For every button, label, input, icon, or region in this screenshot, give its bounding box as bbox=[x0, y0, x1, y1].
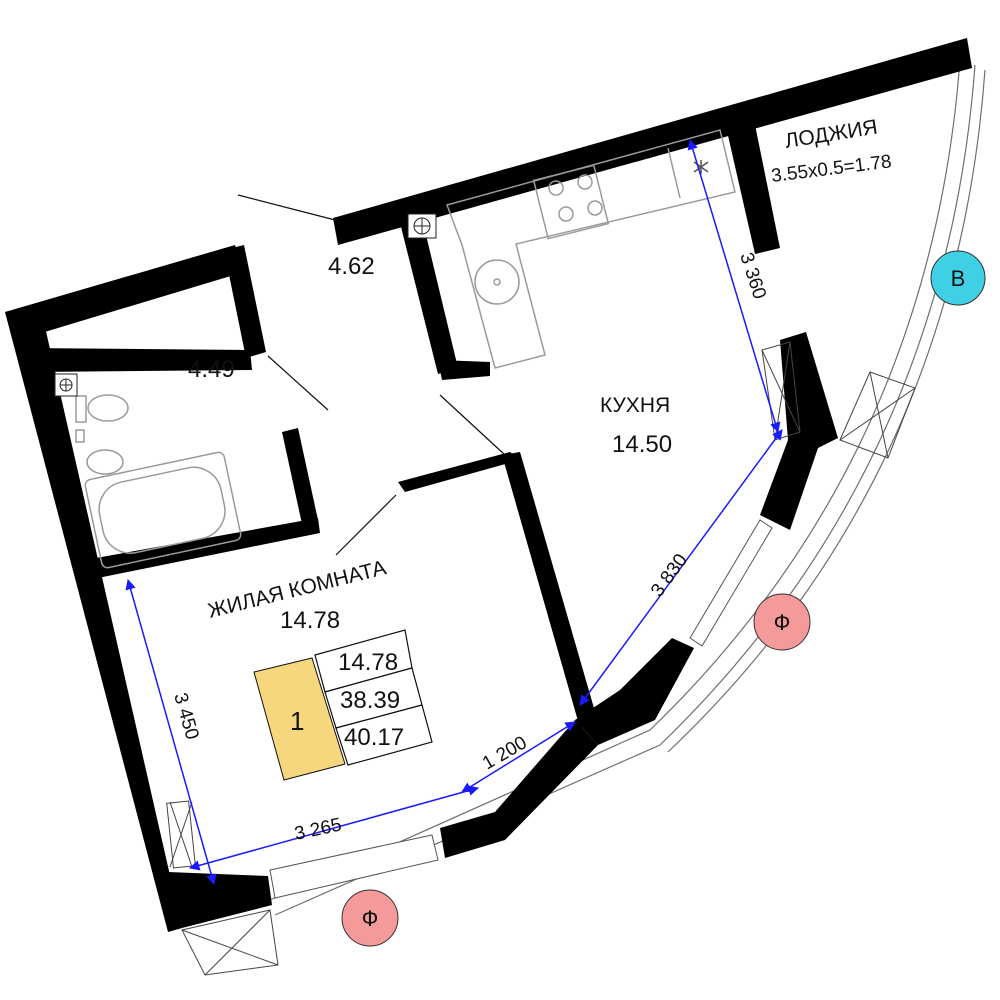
summary-living-area: 14.78 bbox=[338, 649, 398, 676]
marker-f-kitchen-letter: Ф bbox=[774, 610, 791, 635]
dim-living-width: 3 265 bbox=[293, 814, 344, 844]
burner-3 bbox=[558, 206, 574, 222]
burner-1 bbox=[548, 180, 564, 196]
outer-glazing bbox=[269, 59, 986, 916]
summary-total-area: 38.39 bbox=[340, 687, 400, 714]
kitchen-niche-bottom bbox=[438, 360, 490, 380]
living-window bbox=[269, 834, 439, 899]
stove bbox=[532, 164, 610, 240]
hall-area: 4.62 bbox=[328, 253, 375, 280]
dim-line-living-width bbox=[188, 785, 480, 871]
bathtub-inner bbox=[98, 466, 226, 554]
living-top-wall bbox=[398, 452, 520, 492]
summary-total-with-loggia: 40.17 bbox=[344, 724, 404, 751]
dim-bay: 1 200 bbox=[479, 732, 531, 774]
bath-top-wall bbox=[22, 348, 252, 372]
dim-living-height: 3 450 bbox=[169, 691, 202, 742]
living-kitchen-wall bbox=[502, 452, 598, 728]
rooms-count-badge bbox=[253, 657, 346, 781]
toilet-bowl bbox=[87, 394, 129, 422]
marker-f-living-letter: Ф bbox=[362, 906, 379, 931]
top-left-wall bbox=[5, 245, 244, 340]
sink-drain bbox=[493, 278, 501, 286]
storage-wall bbox=[224, 245, 266, 358]
marker-f-living: Ф bbox=[341, 889, 399, 947]
burner-2 bbox=[577, 174, 593, 190]
dim-kitchen-height: 3 360 bbox=[735, 250, 770, 302]
bathroom-fixtures bbox=[75, 394, 242, 569]
toilet-tank bbox=[75, 395, 87, 423]
dim-line-bay bbox=[461, 721, 576, 793]
marker-b-letter: В bbox=[951, 266, 966, 291]
summary-badge: 1 14.78 38.39 40.17 bbox=[253, 629, 433, 781]
dimension-lines bbox=[125, 138, 783, 886]
dim-line-kitchen-height bbox=[687, 138, 781, 434]
kitchen-name: КУХНЯ bbox=[600, 394, 670, 417]
loggia-formula: 3.55x0.5=1.78 bbox=[770, 151, 893, 187]
loggia-name: ЛОДЖИЯ bbox=[783, 116, 879, 153]
bathroom-area: 4.49 bbox=[188, 356, 235, 383]
bath-right-wall bbox=[282, 428, 318, 524]
dim-kitchen-diagonal: 3 830 bbox=[647, 550, 692, 601]
marker-b: В bbox=[930, 250, 986, 306]
bottom-wall bbox=[168, 872, 272, 928]
washbasin bbox=[86, 449, 124, 475]
burner-4 bbox=[587, 200, 603, 216]
kitchen-niche-wall bbox=[398, 210, 458, 374]
riser-icons bbox=[54, 213, 437, 397]
rooms-count: 1 bbox=[290, 706, 304, 736]
bathtub bbox=[84, 451, 242, 569]
top-wall bbox=[333, 38, 972, 245]
leader-lines bbox=[237, 194, 506, 556]
marker-f-kitchen: Ф bbox=[753, 593, 811, 651]
dim-line-kitchen-diagonal bbox=[579, 429, 783, 706]
sink-bowl bbox=[474, 259, 520, 305]
kitchen-fixtures bbox=[446, 129, 736, 369]
bath-bottom-wall bbox=[96, 518, 320, 578]
living-area: 14.78 bbox=[280, 607, 340, 634]
kitchen-area: 14.50 bbox=[612, 431, 672, 458]
basin-tap bbox=[75, 429, 85, 443]
